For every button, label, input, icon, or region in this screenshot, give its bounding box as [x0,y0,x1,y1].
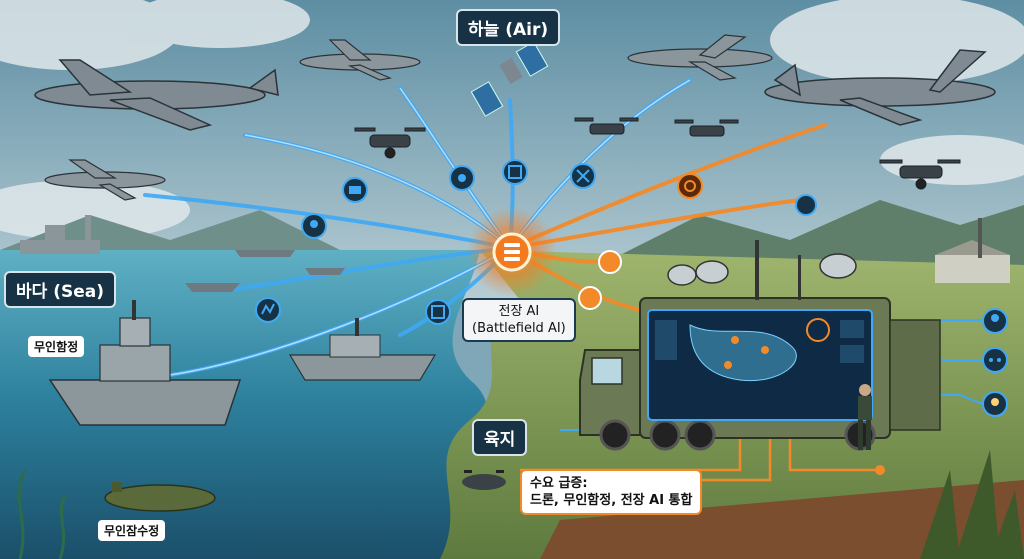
uav-drone-right [764,49,996,126]
orange-nodes [578,173,817,310]
quadcopter-drone-1 [354,127,426,159]
land-label: 육지 [472,419,528,456]
port-buildings [20,215,100,254]
uuv-label: 무인잠수정 [98,520,166,541]
drone-node-icon-3 [795,194,817,216]
air-label: 하늘 (Air) [456,9,561,46]
demand-note: 수요 급증: 드론, 무인함정, 전장 AI 통합 [520,469,703,515]
uav-drone-top-right [627,34,773,81]
target-icon [677,173,703,199]
quadcopter-drone-4 [879,159,961,190]
server-node-icon-2 [425,299,451,325]
operator-figure [858,384,872,450]
drone-node-icon-2 [570,163,596,189]
battlefield-ai-label: 전장 AI (Battlefield AI) [462,298,576,342]
demand-note-body: 드론, 무인함정, 전장 AI 통합 [530,493,693,508]
usv-ship-large [48,300,242,426]
soil-layer [540,480,1024,559]
network-icon [982,347,1008,373]
clouds [0,0,1024,240]
satellite-icon [470,41,549,117]
usv-label: 무인함정 [28,336,85,357]
quadcopter-drone-3 [674,119,739,137]
command-display [647,309,873,421]
sea-label: 바다 (Sea) [4,271,116,308]
network-node-icon [578,286,602,310]
user-icon [982,308,1008,334]
battlefield-ai-title: 전장 AI [498,304,540,319]
ground-drone [462,470,506,490]
seaweed [17,469,67,559]
radar-icon [255,297,281,323]
radar-dish-icon [667,240,857,300]
uuv-submarine [104,482,216,512]
server-icon [504,243,520,261]
battlefield-ai-subtitle: (Battlefield AI) [472,321,566,336]
circuit-node [875,465,885,475]
blue-nodes [255,159,596,325]
server-node-icon [502,159,528,185]
side-icons [982,308,1008,417]
lightbulb-icon [982,391,1008,417]
quadcopter-drone-2 [574,117,639,135]
demand-note-title: 수요 급증: [530,476,588,491]
foreground-grass [920,450,1024,559]
uav-drone-left [34,59,279,131]
camera-icon [342,177,368,203]
usv-ship-small [288,318,437,381]
uav-drone-mid-left [44,159,166,201]
chart-node-icon [598,250,622,274]
distant-ships [185,250,345,292]
uav-drone-top-left [299,39,421,81]
location-icon [301,213,327,239]
base-buildings [935,218,1010,283]
drone-node-icon [449,165,475,191]
